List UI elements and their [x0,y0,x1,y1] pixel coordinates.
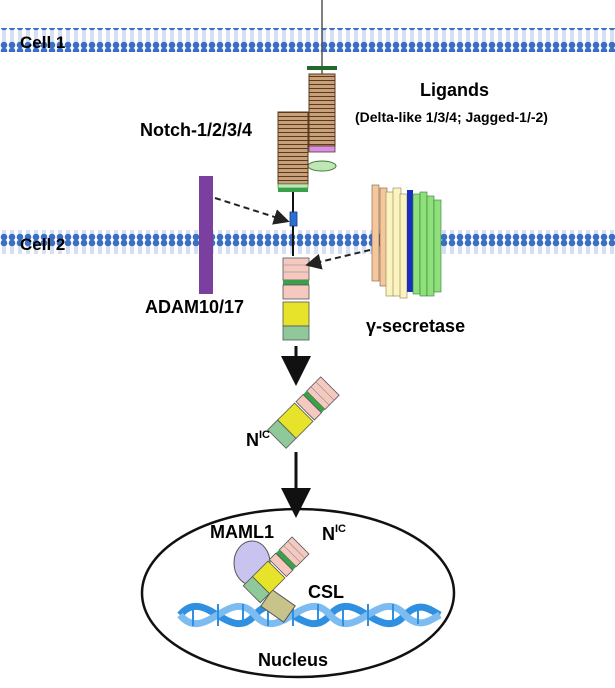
label-nic-sup: IC [259,429,270,441]
label-nic-nuclear: NIC [322,523,346,544]
gamma-secretase-complex [371,184,442,299]
label-ligands-detail: (Delta-like 1/3/4; Jagged-1/-2) [355,109,548,125]
label-nic-nuclear-base: N [322,524,335,544]
gamma-secretase-arrow [305,249,371,270]
label-csl: CSL [308,582,344,602]
label-ligands-title: Ligands [420,80,489,100]
label-nic-base: N [246,430,259,450]
membrane-cell1 [0,28,615,52]
notch-intracellular-domain [282,257,310,341]
adam-arrow [214,197,290,225]
notch-receptor [277,111,309,256]
label-notch: Notch-1/2/3/4 [140,120,252,140]
label-nic-nuclear-sup: IC [335,523,346,535]
csl-protein [260,589,296,623]
label-nucleus: Nucleus [258,650,328,670]
adam-protease [199,176,213,294]
membrane-cell2 [0,230,615,254]
dna-helix [177,603,442,627]
label-nic: NIC [246,429,270,450]
transcription-complex [233,536,310,623]
nic-nuclear [242,536,310,604]
nic-fragment [267,376,340,449]
label-gamma-secretase: γ-secretase [366,316,465,336]
nucleus [140,507,456,679]
label-maml1: MAML1 [210,522,274,542]
label-cell2: Cell 2 [20,235,65,254]
ligand-receptor [307,0,337,172]
label-cell1: Cell 1 [20,33,65,52]
label-adam: ADAM10/17 [145,297,244,317]
